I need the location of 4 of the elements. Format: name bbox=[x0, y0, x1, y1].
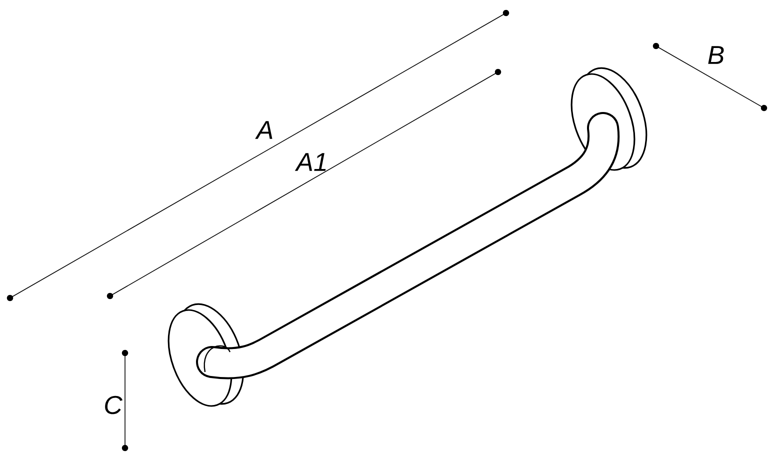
dimension-label: A1 bbox=[294, 153, 326, 171]
dimension-label: B bbox=[708, 46, 724, 64]
dimension-label: A bbox=[255, 121, 272, 139]
dimension-label: C bbox=[105, 396, 122, 414]
